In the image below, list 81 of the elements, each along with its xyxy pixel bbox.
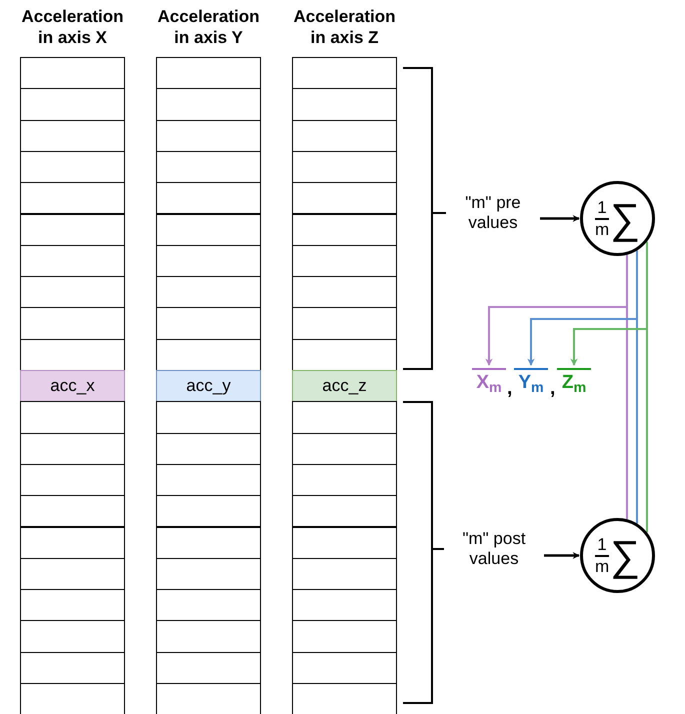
- table-cell: [156, 558, 261, 590]
- table-cell: [156, 495, 261, 528]
- table-cell: [20, 120, 125, 152]
- table-cell: [20, 88, 125, 121]
- arrow: [570, 328, 648, 532]
- fraction-numerator: 1: [597, 198, 607, 216]
- table-cell: [20, 652, 125, 684]
- table-cell: [156, 214, 261, 246]
- table-cell: [20, 589, 125, 622]
- table-cell: [156, 338, 261, 371]
- table-cell: [292, 683, 397, 714]
- highlighted-cell: acc_x: [20, 370, 125, 402]
- arrow: [528, 318, 638, 524]
- table-cell: [292, 495, 397, 528]
- table-cell: [20, 683, 125, 714]
- table-cell: [20, 432, 125, 465]
- table-cell: [20, 182, 125, 214]
- sum-symbol: ∑: [610, 534, 640, 578]
- table-cell: [292, 307, 397, 340]
- table-cell: [292, 120, 397, 152]
- table-cell: [20, 150, 125, 184]
- table-cell: [20, 558, 125, 590]
- table-cell: [20, 620, 125, 653]
- table-cell: [20, 338, 125, 371]
- table-cell: [156, 88, 261, 121]
- table-cell: [292, 88, 397, 121]
- sum-symbol: ∑: [610, 196, 640, 240]
- table-cell: [156, 150, 261, 184]
- arrow: [544, 552, 580, 559]
- table-cell: [20, 307, 125, 340]
- table-cell: [156, 276, 261, 308]
- table-cell: [20, 244, 125, 278]
- table-cell: [292, 182, 397, 214]
- column-heading: Acceleration in axis X: [20, 6, 125, 48]
- table-cell: [292, 214, 397, 246]
- table-cell: [156, 307, 261, 340]
- table-cell: [20, 401, 125, 434]
- table-cell: [156, 464, 261, 496]
- fraction-numerator: 1: [597, 536, 607, 554]
- table-cell: [292, 464, 397, 496]
- arrow: [486, 306, 628, 520]
- table-cell: [20, 57, 125, 90]
- table-cell: [156, 57, 261, 90]
- group-label: "m" post values: [446, 526, 542, 572]
- separator-comma: ,: [507, 378, 512, 400]
- table-cell: [292, 526, 397, 559]
- table-cell: [20, 214, 125, 246]
- highlighted-cell: acc_y: [156, 370, 261, 402]
- table-cell: [156, 526, 261, 559]
- table-cell: [20, 276, 125, 308]
- column-heading: Acceleration in axis Z: [292, 6, 397, 48]
- arrow: [540, 215, 580, 222]
- table-cell: [292, 620, 397, 653]
- table-cell: [156, 589, 261, 622]
- table-cell: [20, 526, 125, 559]
- table-cell: [156, 182, 261, 214]
- table-cell: [20, 495, 125, 528]
- table-cell: [292, 57, 397, 90]
- group-label: "m" pre values: [448, 190, 538, 236]
- fraction-denominator: m: [594, 220, 610, 238]
- table-cell: [292, 338, 397, 371]
- table-cell: [292, 150, 397, 184]
- table-cell: [156, 620, 261, 653]
- table-cell: [292, 401, 397, 434]
- highlighted-cell: acc_z: [292, 370, 397, 402]
- table-cell: [292, 558, 397, 590]
- table-cell: [156, 401, 261, 434]
- table-cell: [156, 432, 261, 465]
- table-cell: [292, 589, 397, 622]
- table-cell: [156, 652, 261, 684]
- table-cell: [292, 244, 397, 278]
- column-heading: Acceleration in axis Y: [156, 6, 261, 48]
- table-cell: [156, 120, 261, 152]
- table-cell: [292, 652, 397, 684]
- separator-comma: ,: [550, 378, 556, 400]
- fraction-denominator: m: [594, 558, 610, 576]
- table-cell: [156, 683, 261, 714]
- table-cell: [292, 432, 397, 465]
- table-cell: [156, 244, 261, 278]
- table-cell: [20, 464, 125, 496]
- table-cell: [292, 276, 397, 308]
